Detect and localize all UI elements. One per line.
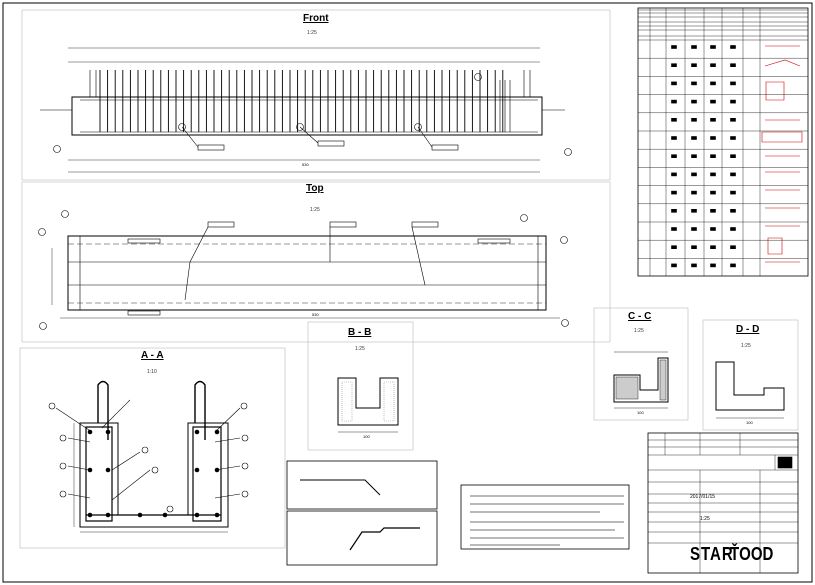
section-bb [307, 321, 414, 451]
section-bb-title: B - B [348, 327, 372, 338]
section-dd-title: D - D [736, 324, 760, 335]
title-block [647, 432, 799, 574]
section-bb-scale: 1:25 [355, 346, 365, 352]
section-dd [702, 319, 799, 431]
section-cc-title: C - C [628, 311, 652, 322]
cc-width-dim: 100 [637, 410, 644, 415]
section-aa-title: A - A [141, 350, 164, 361]
section-dd-scale: 1:25 [741, 343, 751, 349]
dd-width-dim: 100 [746, 420, 753, 425]
notes-box [460, 484, 630, 550]
brand-logo-alt: ŤOOD [730, 544, 774, 565]
section-aa [19, 347, 286, 549]
bending-detail [286, 460, 438, 566]
section-cc [593, 307, 689, 421]
section-cc-scale: 1:25 [634, 328, 644, 334]
top-view-title: Top [306, 183, 324, 194]
bb-width-dim: 100 [363, 434, 370, 439]
brand-logo-star: STAR [690, 544, 734, 565]
front-view [21, 9, 611, 181]
section-aa-scale: 1:10 [147, 369, 157, 375]
bar-schedule [637, 7, 809, 277]
top-view-scale: 1:25 [310, 207, 320, 213]
front-view-title: Front [303, 13, 329, 24]
top-length-dim: 530 [312, 312, 319, 317]
title-scale: 1:25 [700, 516, 710, 522]
front-length-dim: 530 [302, 162, 309, 167]
top-view [21, 181, 611, 343]
title-date: 2017/01/15 [690, 494, 716, 500]
front-view-scale: 1:25 [307, 30, 317, 36]
